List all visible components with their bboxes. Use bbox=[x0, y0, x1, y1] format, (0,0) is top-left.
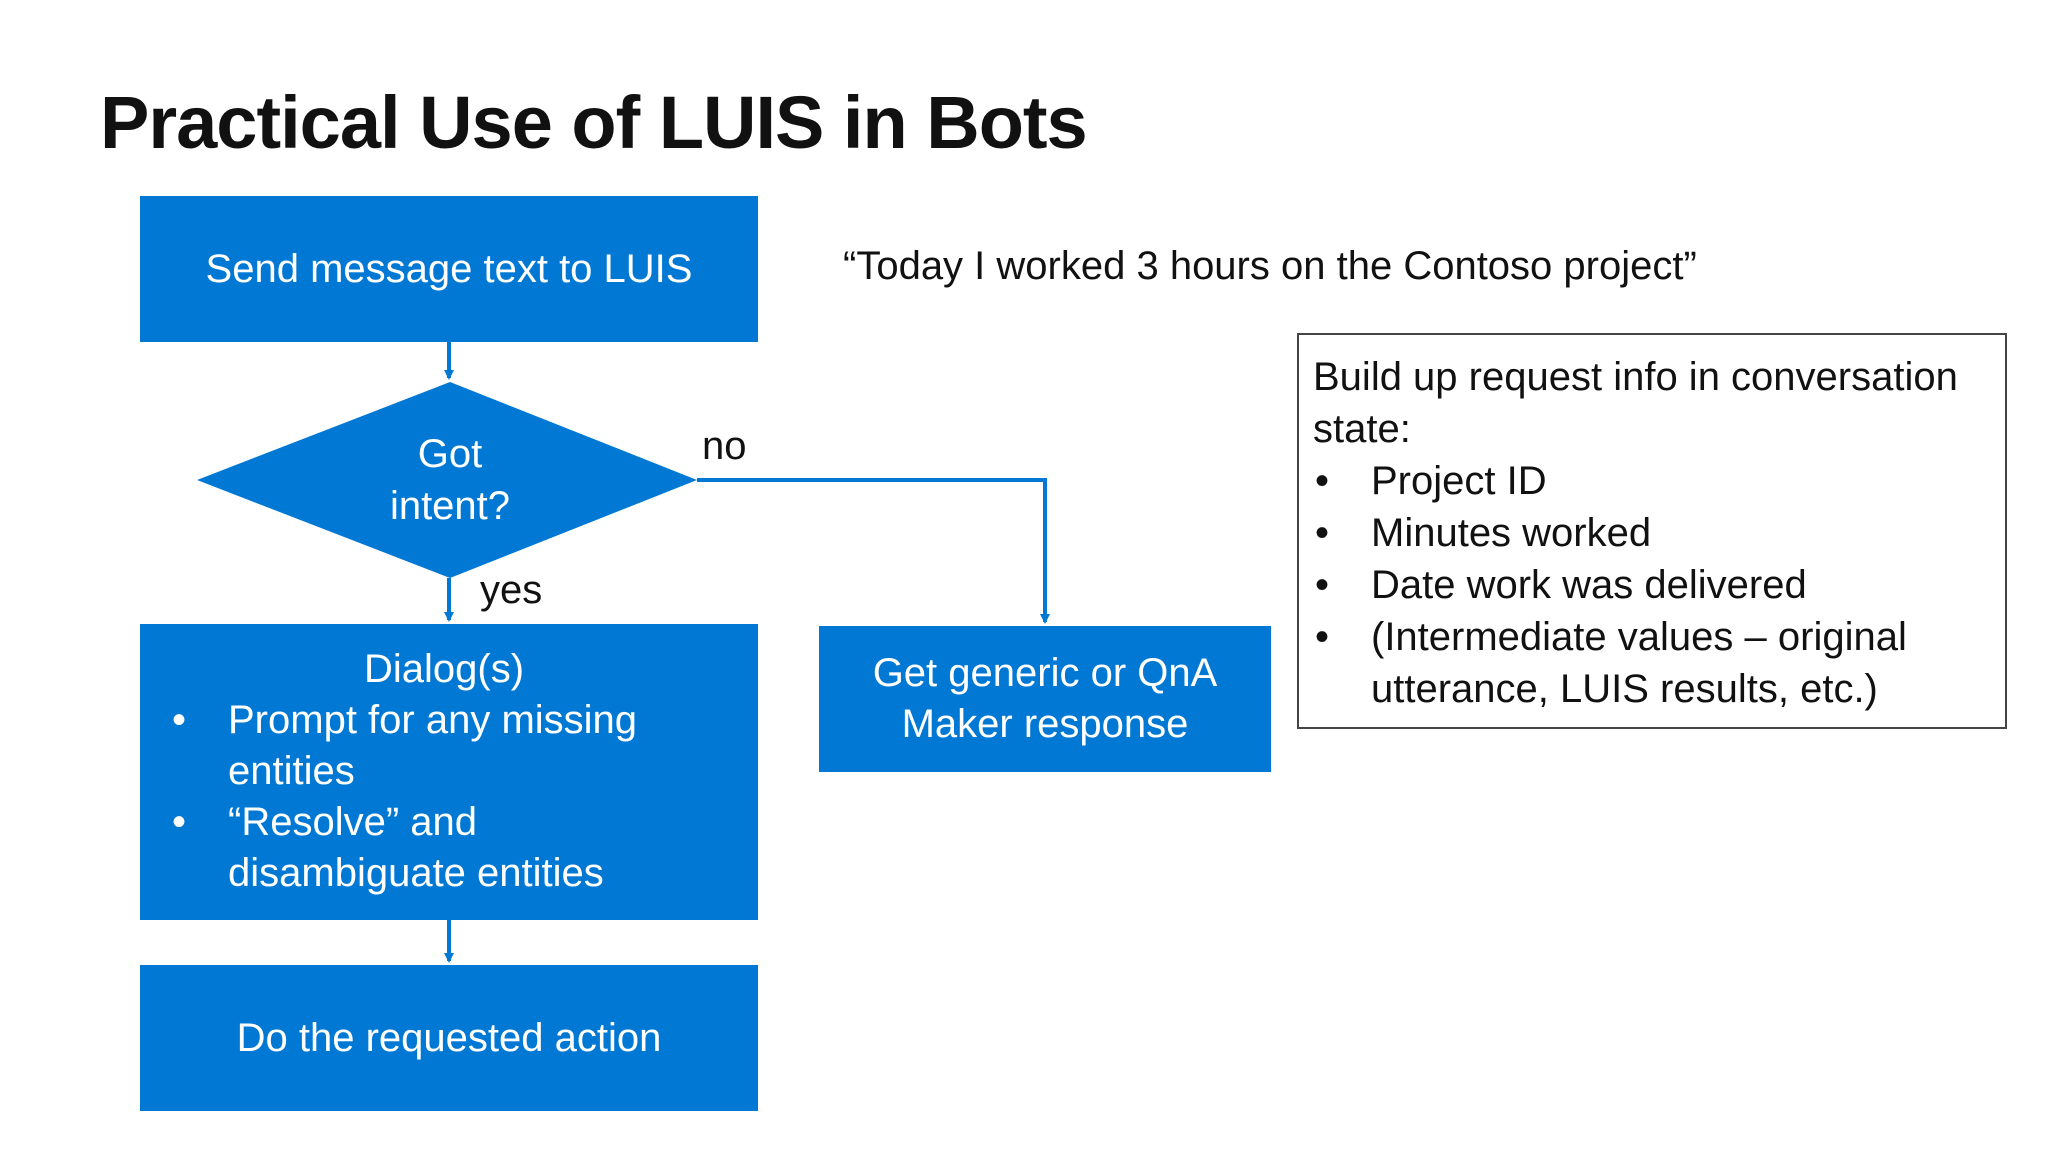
send-to-luis-box: Send message text to LUIS bbox=[140, 196, 758, 342]
requested-action-text: Do the requested action bbox=[236, 1015, 662, 1060]
arrow-decision-to-generic bbox=[697, 478, 1050, 624]
yes-label: yes bbox=[480, 568, 543, 612]
dialogs-list-item: Prompt for any missing entities bbox=[170, 695, 718, 797]
conversation-state-item: Date work was delivered bbox=[1313, 559, 1991, 611]
send-to-luis-text: Send message text to LUIS bbox=[205, 246, 693, 291]
generic-response-text: Get generic or QnA Maker response bbox=[872, 651, 1218, 746]
dialogs-box: Dialog(s) Prompt for any missing entitie… bbox=[140, 624, 758, 920]
conversation-state-item: Project ID bbox=[1313, 455, 1991, 507]
conversation-state-box: Build up request info in conversation st… bbox=[1297, 333, 2007, 729]
requested-action-box: Do the requested action bbox=[140, 965, 758, 1111]
decision-label: Got intent? bbox=[330, 428, 570, 532]
conversation-state-item: Minutes worked bbox=[1313, 507, 1991, 559]
dialogs-title: Dialog(s) bbox=[363, 647, 525, 691]
conversation-state-heading: Build up request info in conversation st… bbox=[1313, 355, 1958, 451]
decision-line-2: intent? bbox=[389, 484, 511, 528]
slide-title: Practical Use of LUIS in Bots bbox=[100, 81, 1088, 164]
decision-line-1: Got bbox=[417, 432, 483, 476]
dialogs-list: Prompt for any missing entities “Resolve… bbox=[170, 695, 718, 899]
conversation-state-list: Project ID Minutes worked Date work was … bbox=[1313, 455, 1991, 715]
no-label: no bbox=[702, 424, 747, 468]
example-utterance: “Today I worked 3 hours on the Contoso p… bbox=[843, 244, 1697, 288]
generic-response-box: Get generic or QnA Maker response bbox=[819, 626, 1271, 772]
conversation-state-item: (Intermediate values – original utteranc… bbox=[1313, 611, 1991, 715]
dialogs-list-item: “Resolve” and disambiguate entities bbox=[170, 797, 718, 899]
decision-diamond bbox=[197, 382, 697, 578]
